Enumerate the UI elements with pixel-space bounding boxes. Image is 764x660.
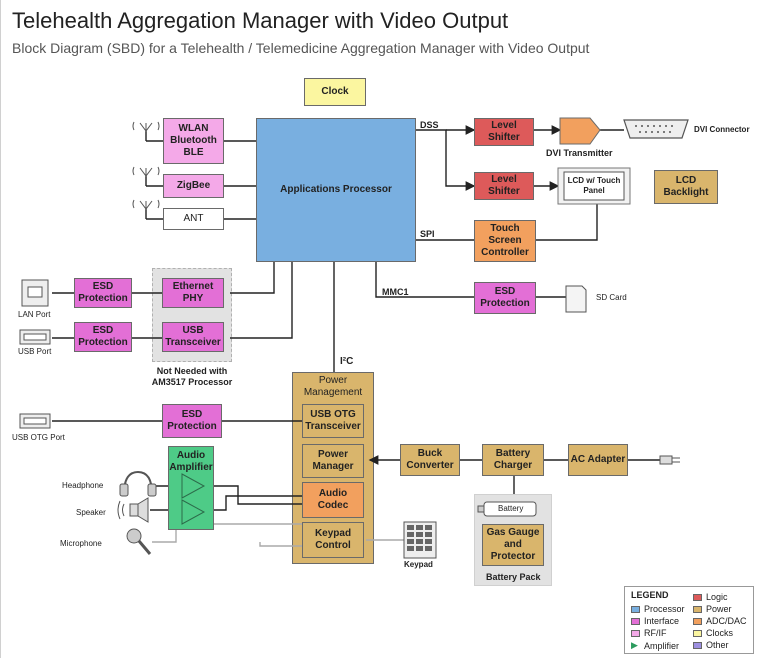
legend-label: Interface <box>644 616 680 626</box>
microphone-label: Microphone <box>60 539 102 548</box>
legend-swatch <box>693 641 702 649</box>
legend-item-amplifier: ▶ Amplifier <box>631 640 679 651</box>
dvi-connector-label: DVI Connector <box>694 125 750 134</box>
sd-card-label: SD Card <box>596 293 627 302</box>
ethernet-phy-block: Ethernet PHY <box>162 278 224 308</box>
legend-item-logic: Logic <box>693 592 728 602</box>
legend-label: Other <box>706 640 729 650</box>
power-management-label: Power Management <box>303 375 363 398</box>
headphone-label: Headphone <box>62 481 104 490</box>
legend-item-clocks: Clocks <box>693 628 733 638</box>
legend-label: Amplifier <box>644 640 680 651</box>
usb-transceiver-block: USB Transceiver <box>162 322 224 352</box>
mmc1-label: MMC1 <box>382 287 409 297</box>
legend-swatch <box>631 629 640 637</box>
legend-item-interface: Interface <box>631 616 679 626</box>
gas-gauge-protector-block: Gas Gauge and Protector <box>482 524 544 566</box>
dvi-transmitter-label: DVI Transmitter <box>546 148 613 158</box>
legend-item-adc-dac: ADC/DAC <box>693 616 747 626</box>
level-shifter-1-block: Level Shifter <box>474 118 534 146</box>
legend-item-processor: Processor <box>631 604 685 614</box>
zigbee-block: ZigBee <box>163 174 224 198</box>
battery-charger-block: Battery Charger <box>482 444 544 476</box>
legend-label: Processor <box>644 604 685 614</box>
legend-label: Logic <box>706 592 728 602</box>
usb-otg-transceiver-block: USB OTG Transceiver <box>302 404 364 438</box>
speaker-label: Speaker <box>76 508 106 517</box>
legend-label: RF/IF <box>644 628 667 638</box>
legend-label: Clocks <box>706 628 734 638</box>
dss-label: DSS <box>420 120 439 130</box>
legend-swatch <box>693 593 702 601</box>
legend-swatch <box>631 617 640 625</box>
legend-item-rfif: RF/IF <box>631 628 667 638</box>
clock-block: Clock <box>304 78 366 106</box>
legend-item-other: Other <box>693 640 729 650</box>
esd-protection-otg-block: ESD Protection <box>162 404 222 438</box>
page-title: Telehealth Aggregation Manager with Vide… <box>12 8 509 33</box>
applications-processor-block: Applications Processor <box>256 118 416 262</box>
lan-port-label: LAN Port <box>18 310 51 319</box>
lcd-touch-panel-label: LCD w/ Touch Panel <box>567 176 621 195</box>
lcd-backlight-block: LCD Backlight <box>654 170 718 204</box>
legend: LEGEND Processor Interface RF/IF ▶ Amplif… <box>624 586 754 654</box>
usb-port-label: USB Port <box>18 347 52 356</box>
i2c-label: I²C <box>340 356 354 367</box>
esd-protection-usb-block: ESD Protection <box>74 322 132 352</box>
power-manager-block: Power Manager <box>302 444 364 478</box>
keypad-control-block: Keypad Control <box>302 522 364 558</box>
audio-amplifier-label: Audio Amplifier <box>169 450 213 473</box>
buck-converter-block: Buck Converter <box>400 444 460 476</box>
legend-swatch <box>693 629 702 637</box>
ant-block: ANT <box>163 208 224 230</box>
not-needed-note: Not Needed with AM3517 Processor <box>151 366 233 387</box>
ac-adapter-block: AC Adapter <box>568 444 628 476</box>
legend-title: LEGEND <box>631 590 669 600</box>
legend-label: ADC/DAC <box>706 616 747 626</box>
legend-swatch <box>693 617 702 625</box>
page-subtitle: Block Diagram (SBD) for a Telehealth / T… <box>12 40 590 56</box>
battery-pack-label: Battery Pack <box>486 572 541 582</box>
legend-swatch <box>631 605 640 613</box>
amplifier-triangles <box>181 473 206 525</box>
keypad-label: Keypad <box>404 560 433 569</box>
usb-otg-port-label: USB OTG Port <box>12 433 65 442</box>
legend-item-power: Power <box>693 604 732 614</box>
audio-codec-block: Audio Codec <box>302 482 364 518</box>
esd-protection-sd-block: ESD Protection <box>474 282 536 314</box>
level-shifter-2-block: Level Shifter <box>474 172 534 200</box>
spi-label: SPI <box>420 229 435 239</box>
legend-label: Power <box>706 604 732 614</box>
wlan-bluetooth-ble-block: WLAN Bluetooth BLE <box>163 118 224 164</box>
battery-label: Battery <box>498 504 524 513</box>
amplifier-triangle-icon: ▶ <box>631 640 638 650</box>
esd-protection-lan-block: ESD Protection <box>74 278 132 308</box>
touch-screen-controller-block: Touch Screen Controller <box>474 220 536 262</box>
legend-swatch <box>693 605 702 613</box>
